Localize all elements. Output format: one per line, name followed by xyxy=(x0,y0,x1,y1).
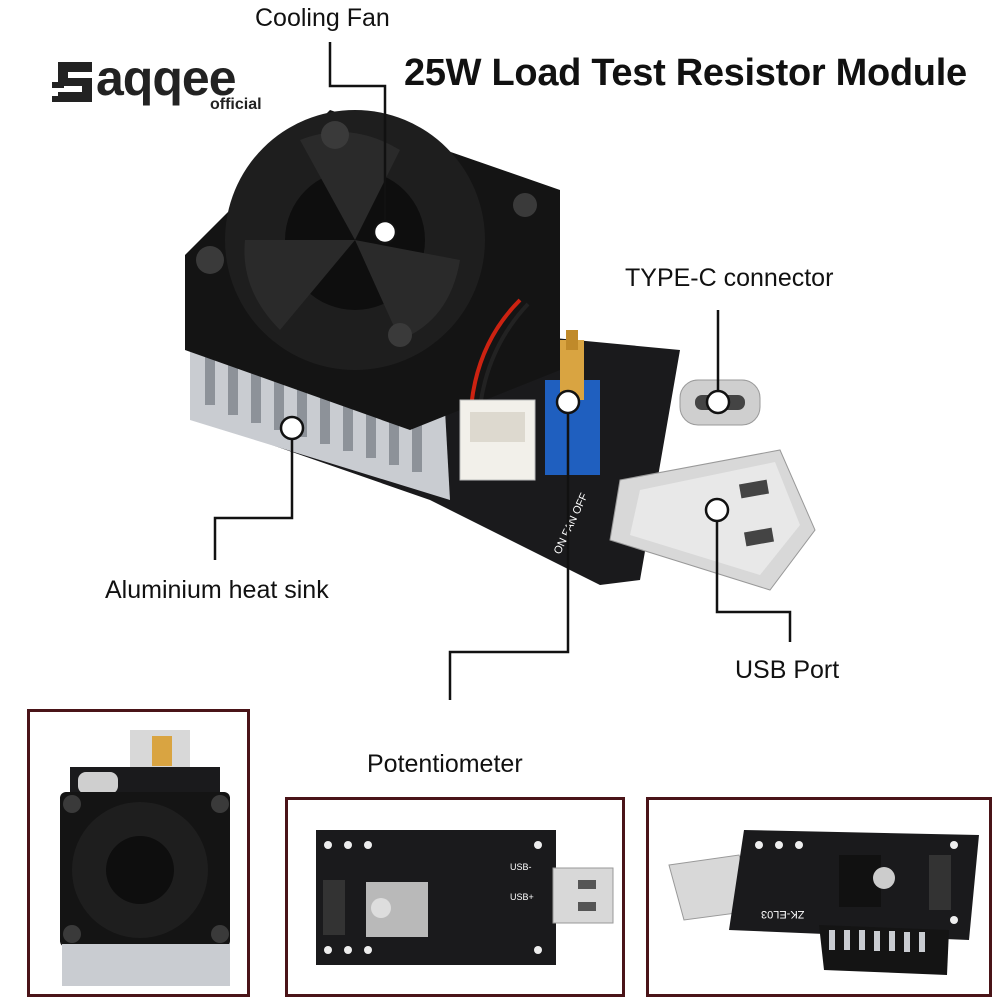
usb-minus-label: USB- xyxy=(510,862,532,872)
callout-cooling-fan: Cooling Fan xyxy=(255,4,390,32)
logo-subtitle: official xyxy=(210,96,262,113)
brand-logo: aqqee official xyxy=(52,50,282,116)
potentiometer xyxy=(545,330,600,475)
product-main-image: ON FAN OFF xyxy=(185,42,816,700)
page-title: 25W Load Test Resistor Module xyxy=(404,52,967,94)
logo-mark-icon xyxy=(52,62,92,102)
inset-fan-view xyxy=(27,709,250,997)
model-label: ZK-EL03 xyxy=(761,908,805,920)
cooling-fan xyxy=(185,110,560,430)
pot-dot xyxy=(555,389,581,415)
callout-heatsink: Aluminium heat sink xyxy=(105,576,329,604)
fan-dot xyxy=(372,219,398,245)
callout-usb-port: USB Port xyxy=(735,656,840,684)
callout-potentiometer: Potentiometer xyxy=(367,750,523,778)
inset-pcb-bottom-view: USB- USB+ xyxy=(285,797,625,997)
heatsink-dot xyxy=(279,415,305,441)
callout-typec-connector: TYPE-C connector xyxy=(625,264,834,292)
typec-dot xyxy=(705,389,731,415)
usb-dot xyxy=(704,497,730,523)
inset-pcb-angled-view: ZK-EL03 xyxy=(646,797,992,997)
logo-wordmark: aqqee xyxy=(96,50,237,106)
usb-plus-label: USB+ xyxy=(510,892,534,902)
